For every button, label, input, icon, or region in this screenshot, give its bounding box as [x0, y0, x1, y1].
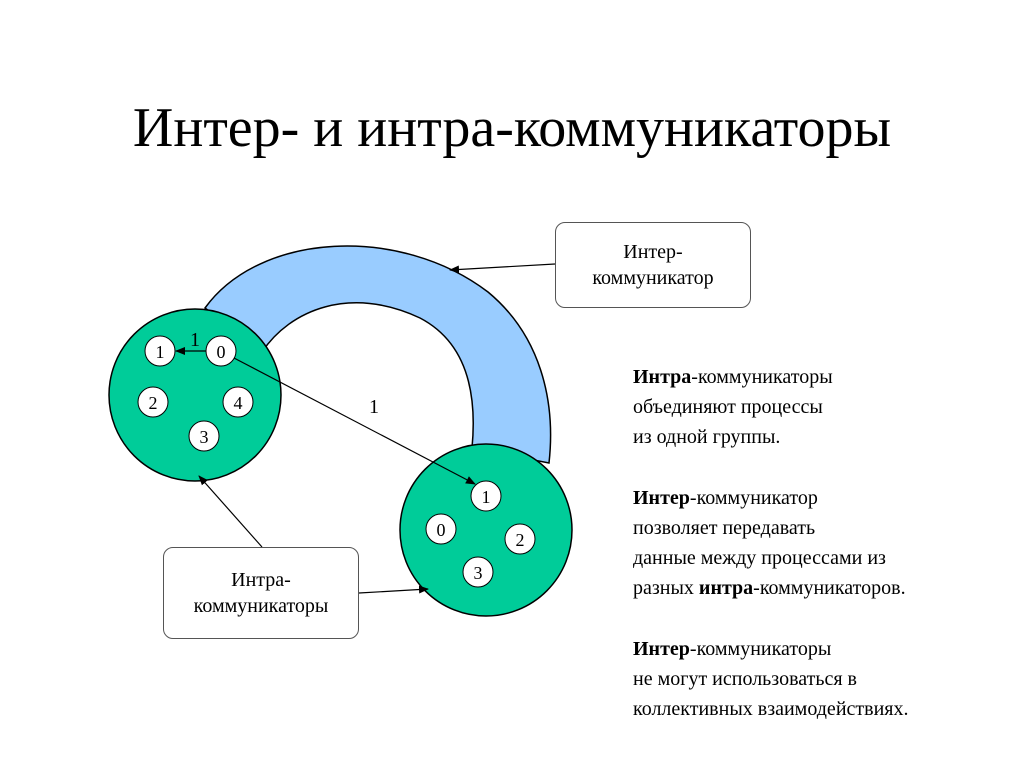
- intra-message-label: 1: [190, 329, 200, 351]
- intra-callout-pointer-a: [198, 475, 263, 548]
- term-bold: Интра: [633, 366, 692, 388]
- process-node: 3: [188, 420, 220, 452]
- term-bold: Интер: [633, 487, 690, 509]
- inter-message-arrow: [233, 357, 476, 485]
- process-node: 3: [462, 556, 494, 588]
- process-node-label: 3: [474, 563, 483, 583]
- inter-communicator-callout: Интер- коммуникатор: [555, 222, 751, 308]
- term-bold: Интер: [633, 638, 690, 660]
- text-line: из одной группы.: [633, 426, 781, 448]
- process-node-label: 2: [149, 393, 158, 413]
- inter-message-label: 1: [369, 396, 379, 418]
- intra-callout-pointer-b: [358, 585, 429, 594]
- text-run: разных: [633, 577, 699, 599]
- inter-callout-pointer: [449, 263, 556, 274]
- group-b-circle: [399, 443, 573, 617]
- text-run: -коммуникаторы: [689, 638, 832, 660]
- text-line: объединяют процессы: [633, 396, 823, 418]
- process-node: 2: [504, 523, 536, 555]
- text-line: не могут использоваться в: [633, 668, 858, 690]
- term-bold: интра: [698, 577, 754, 599]
- callout-line: коммуникатор: [592, 267, 714, 289]
- text-run: -коммуникаторов.: [753, 577, 906, 599]
- process-node: 1: [144, 335, 176, 367]
- callout-line: Интер-: [623, 241, 683, 263]
- process-node-label: 4: [234, 393, 243, 413]
- process-node-label: 1: [482, 487, 491, 507]
- text-run: -коммуникатор: [689, 487, 818, 509]
- description-paragraph-restriction: Интер-коммуникаторы не могут использоват…: [633, 634, 1018, 724]
- process-node-label: 0: [217, 342, 226, 362]
- inter-communicator-bridge: [203, 245, 552, 464]
- process-node: 4: [222, 386, 254, 418]
- process-node: 2: [137, 386, 169, 418]
- description-paragraph-inter: Интер-коммуникатор позволяет передавать …: [633, 483, 1018, 603]
- process-node-label: 3: [200, 427, 209, 447]
- text-line: данные между процессами из: [633, 547, 886, 569]
- slide-title: Интер- и интра-коммуникаторы: [132, 97, 892, 159]
- description-text: Интра-коммуникаторы объединяют процессы …: [633, 362, 1018, 724]
- callout-line: Интра-: [231, 569, 291, 591]
- callout-line: коммуникаторы: [193, 595, 329, 617]
- process-node: 0: [205, 335, 237, 367]
- description-paragraph-intra: Интра-коммуникаторы объединяют процессы …: [633, 362, 1018, 452]
- process-node-label: 0: [437, 520, 446, 540]
- process-group-a: 1 0 2 4 3: [108, 308, 282, 482]
- process-group-b: 1 0 2 3: [399, 443, 573, 617]
- text-line: позволяет передавать: [633, 517, 816, 539]
- process-node-label: 1: [156, 342, 165, 362]
- process-node: 0: [425, 513, 457, 545]
- text-run: -коммуникаторы: [691, 366, 833, 388]
- text-line: коллективных взаимодействиях.: [633, 698, 909, 720]
- process-node-label: 2: [516, 530, 525, 550]
- intra-communicators-callout: Интра- коммуникаторы: [163, 547, 359, 639]
- process-node: 1: [470, 480, 502, 512]
